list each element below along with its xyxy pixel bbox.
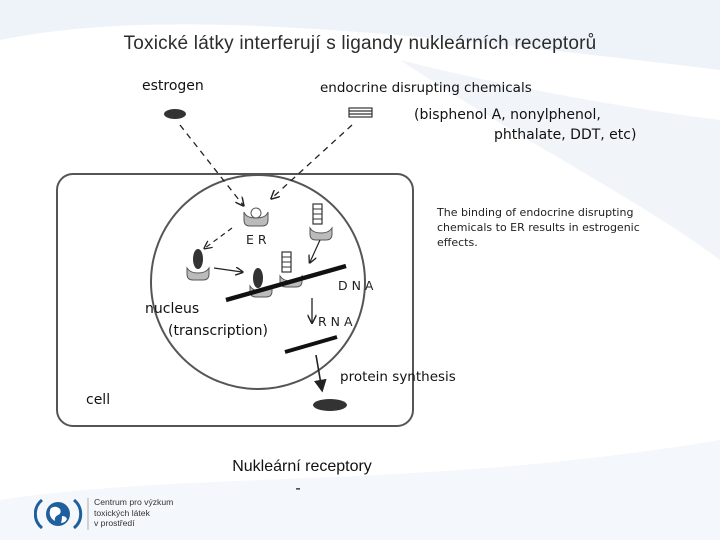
er-to-left-arrow: [205, 227, 233, 248]
edc-molecule: [348, 107, 373, 118]
note-line3: effects.: [437, 236, 478, 249]
logo-line3: v prostředí: [94, 518, 135, 528]
estrogen-arrow: [179, 124, 243, 205]
cell-boundary: [56, 173, 414, 427]
edc-label: endocrine disrupting chemicals: [320, 80, 532, 96]
translation-arrow: [313, 354, 327, 393]
left-to-dna-arrow: [213, 268, 242, 272]
er-label: E R: [246, 232, 267, 247]
protein-product: [313, 399, 347, 411]
recetox-logo: [34, 498, 89, 530]
rna-strand: [284, 335, 338, 354]
note-line1: The binding of endocrine disrupting: [436, 206, 633, 219]
logo-text: Centrum pro výzkum toxických látek v pro…: [94, 497, 173, 529]
rna-label: R N A: [318, 314, 353, 329]
transcription-label: (transcription): [168, 323, 268, 339]
dna-strand: [225, 263, 347, 303]
caption-dash: -: [295, 480, 301, 497]
note-line2: chemicals to ER results in estrogenic: [437, 221, 640, 234]
edc-arrow: [272, 124, 353, 198]
caption: Nukleární receptory: [232, 458, 372, 475]
er-receptor: [243, 207, 269, 227]
edc-examples-line1: (bisphenol A, nonylphenol,: [414, 107, 601, 123]
nucleus-label: nucleus: [145, 301, 199, 317]
edc-examples-line2: phthalate, DDT, etc): [494, 127, 636, 143]
edc-bound-receptor: [309, 203, 333, 241]
estrogen-bound-receptor: [186, 249, 210, 281]
cell-label: cell: [86, 392, 110, 408]
logo-line2: toxických látek: [94, 507, 150, 518]
protein-synthesis-label: protein synthesis: [340, 369, 456, 385]
er-to-right-arrow: [310, 239, 321, 262]
logo-line1: Centrum pro výzkum: [94, 497, 174, 507]
slide-title: Toxické látky interferují s ligandy nukl…: [123, 33, 597, 54]
estrogen-molecule: [164, 109, 186, 119]
dna-label: D N A: [338, 278, 374, 293]
nucleus-boundary: [150, 174, 366, 390]
estrogen-label: estrogen: [142, 78, 204, 94]
